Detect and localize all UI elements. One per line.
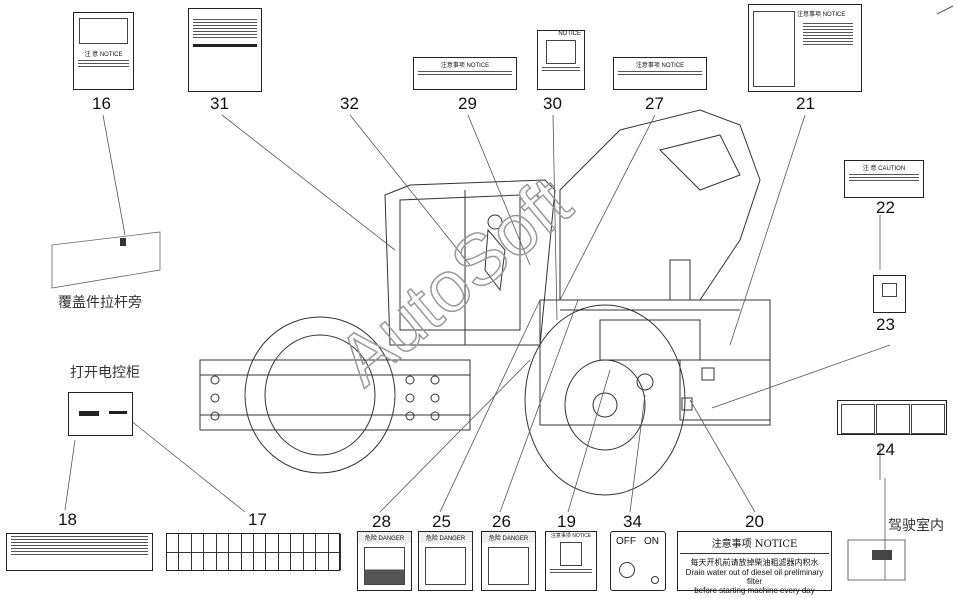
decal-20-line2: Drain water out of diesel oil preliminar…	[685, 568, 824, 586]
decal-28-title: 危险 DANGER	[358, 532, 411, 543]
callout-20: 20	[745, 512, 764, 531]
decal-22-title: 注 意 CAUTION	[862, 166, 906, 172]
decal-20-line1: 每天开机前请放掉柴油粗滤器内积水	[690, 558, 819, 567]
decal-20: 注意事项 NOTICE 每天开机前请放掉柴油粗滤器内积水 Drain water…	[677, 531, 832, 595]
decal-cabinet	[68, 392, 133, 436]
decal-20-line3: before starting machine every day	[694, 586, 815, 595]
decal-31	[188, 8, 262, 92]
engine-hood	[559, 109, 761, 301]
front-drum	[244, 316, 396, 474]
callout-17: 17	[248, 510, 267, 529]
decal-34-on: ON	[644, 536, 659, 547]
decal-21: 注意事项 NOTICE	[748, 4, 862, 92]
callout-34: 34	[623, 512, 642, 531]
callout-29: 29	[458, 94, 477, 113]
decal-19-title: 注意事项 NOTICE	[550, 533, 592, 539]
cab	[384, 179, 556, 346]
decal-29-title: 注意事项 NOTICE	[440, 63, 490, 69]
operator	[487, 214, 503, 230]
decal-27: 注意事项 NOTICE	[613, 57, 707, 90]
decal-27-title: 注意事项 NOTICE	[635, 63, 685, 69]
callout-26: 26	[492, 512, 511, 531]
decal-17	[166, 533, 341, 571]
callout-23: 23	[876, 315, 895, 334]
decal-25-title: 危险 DANGER	[419, 532, 472, 543]
callout-32: 32	[340, 94, 359, 113]
cover-panel	[51, 231, 161, 289]
leader-lines	[64, 114, 891, 580]
decal-19: 注意事项 NOTICE	[545, 531, 597, 591]
callout-21: 21	[796, 94, 815, 113]
decal-16: 注 意 NOTICE	[73, 12, 134, 90]
callout-18: 18	[58, 510, 77, 529]
corner-mark	[936, 5, 954, 15]
rear-wheel	[524, 304, 686, 496]
callout-30: 30	[543, 94, 562, 113]
decal-26-title: 危险 DANGER	[482, 532, 535, 543]
fuse-cell	[329, 534, 341, 570]
fuse-divider	[167, 552, 339, 553]
callout-24: 24	[876, 440, 895, 459]
callout-19: 19	[557, 512, 576, 531]
decal-18	[6, 533, 153, 571]
location-open-cabinet: 打开电控柜	[70, 365, 140, 381]
decal-30-title: NOTICE	[558, 31, 581, 37]
callout-16: 16	[92, 94, 111, 113]
decal-20-title: 注意事项 NOTICE	[711, 539, 798, 550]
decal-30: NOTICE	[537, 30, 585, 90]
location-cab-interior: 驾驶室内	[888, 518, 944, 534]
front-frame	[199, 359, 471, 431]
callout-31: 31	[210, 94, 229, 113]
cab-interior-panel	[847, 539, 906, 581]
decal-21-title: 注意事项 NOTICE	[797, 12, 846, 18]
decal-28: 危险 DANGER	[357, 531, 412, 591]
decal-16-title: 注 意 NOTICE	[84, 52, 123, 58]
callout-25: 25	[432, 512, 451, 531]
callout-28: 28	[372, 512, 391, 531]
decal-23	[873, 275, 906, 313]
location-cover-lever: 覆盖件拉杆旁	[58, 295, 142, 311]
decal-24	[837, 400, 947, 435]
callout-22: 22	[876, 198, 895, 217]
decal-34-off: OFF	[616, 536, 636, 547]
decal-26: 危险 DANGER	[481, 531, 536, 591]
engine-body	[539, 299, 771, 426]
decal-34: OFF ON	[610, 531, 666, 591]
decal-25: 危险 DANGER	[418, 531, 473, 591]
decal-29: 注意事项 NOTICE	[413, 57, 517, 90]
decal-22: 注 意 CAUTION	[844, 160, 924, 198]
callout-27: 27	[645, 94, 664, 113]
